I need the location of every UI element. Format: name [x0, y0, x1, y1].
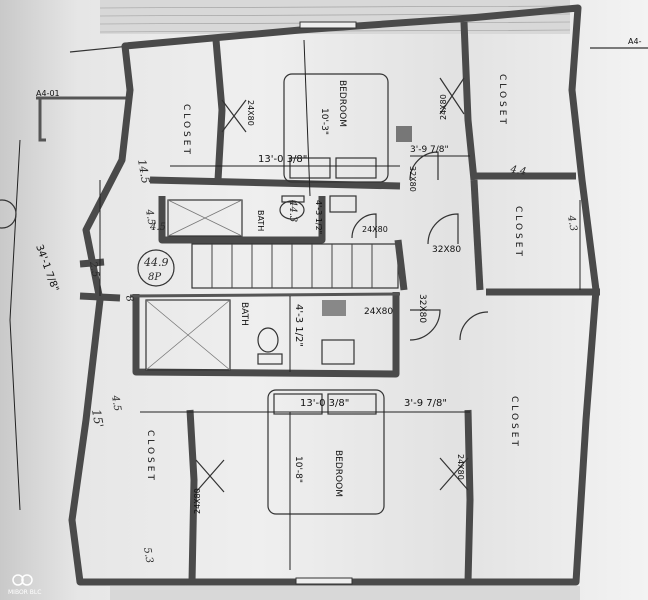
note-h5: 4.5 — [109, 394, 123, 413]
wall-left-closet-bottom — [186, 409, 198, 583]
door-label-1: 24X80 — [246, 100, 255, 126]
wall-left-stub — [79, 292, 121, 302]
wall-left-closet-top — [212, 39, 226, 181]
toilet-bottom — [257, 327, 279, 353]
dim-top-bedroom — [303, 39, 311, 197]
closet-label-3: CLOSET — [513, 206, 523, 259]
door-label-5: 32X80 — [432, 245, 461, 255]
door-swing-2 — [351, 213, 377, 239]
door-label-6: 24X80 — [364, 307, 393, 317]
bed-top — [283, 73, 389, 183]
door-label-2: 24X80 — [439, 94, 448, 120]
note-h4: 8 — [123, 295, 135, 303]
dim-text-top-right: 3'-9 7/8" — [410, 145, 449, 155]
bifold-1 — [221, 99, 247, 133]
bedroom-top-dim: 10'-3" — [319, 108, 329, 135]
door-label-4: 24X80 — [362, 225, 388, 234]
note-h11: 44.3 — [287, 199, 298, 222]
bath-top-shower — [167, 199, 243, 237]
note-h9: 4.4 — [508, 164, 527, 178]
closet-label-5: CLOSET — [145, 430, 155, 483]
bifold-2 — [439, 77, 465, 115]
wall-stair-right — [394, 239, 408, 291]
note-h6: 15' — [89, 408, 106, 429]
sheet-ref-right: A4- — [628, 37, 642, 46]
note-h10: 4.5 — [149, 222, 166, 233]
dim-overall — [9, 139, 21, 511]
bed-bottom — [267, 389, 385, 515]
note-h1: 14.5 — [135, 158, 152, 184]
roof-hatch-bottom — [110, 586, 580, 600]
closet-label-2: CLOSET — [497, 74, 507, 127]
closet-label-4: CLOSET — [509, 396, 519, 449]
dim-text-top-width: 13'-0 3/8" — [258, 154, 307, 165]
note-h7: 5.3 — [141, 547, 155, 565]
chimney — [396, 126, 412, 142]
watermark: MIBOR BLC — [8, 574, 41, 596]
door-label-7: 32X80 — [417, 294, 427, 323]
sink-top — [329, 195, 357, 213]
note-circle-b: 8P — [148, 272, 161, 283]
note-h8: 4.3 — [565, 214, 579, 233]
note-circle-a: 44.9 — [143, 256, 169, 269]
sink-bottom — [321, 339, 355, 365]
bath-bottom-label: BATH — [239, 302, 249, 326]
dim-text-bottom-width: 13'-0 3/8" — [300, 398, 349, 409]
door-swing-4 — [409, 309, 441, 341]
wall-upper-core — [149, 176, 401, 190]
note-h3: 2.5 — [87, 260, 101, 279]
door-label-9: 24X80 — [456, 454, 465, 480]
dim-text-mid-bath: 4'-3 1/2" — [293, 304, 304, 347]
ref-line-left — [69, 45, 131, 53]
toilet-top — [279, 200, 305, 220]
bath-bottom-shower — [145, 299, 231, 371]
door-label-3: 32X80 — [408, 166, 417, 192]
wall-right-closet-mid — [470, 179, 484, 291]
sheet-ref-left: A4-01 — [36, 89, 60, 98]
wall-right-closet-bottom — [464, 409, 474, 583]
chase — [322, 300, 346, 316]
bath-top-label: BATH — [256, 210, 265, 231]
bedroom-top-label: BEDROOM — [337, 80, 347, 127]
window-bottom — [295, 577, 353, 585]
dim-text-bottom-right: 3'-9 7/8" — [404, 398, 447, 409]
stairs — [191, 243, 399, 289]
dim-text-overall: 34'-1 7/8" — [33, 243, 60, 293]
bath-bottom-walls — [132, 292, 400, 378]
bedroom-bottom-dim: 10'-8" — [293, 456, 303, 483]
door-swing-3 — [427, 213, 459, 245]
dim-text-top-bath: 4'-3 1/2" — [314, 200, 323, 234]
door-label-8: 24X80 — [193, 488, 202, 514]
door-swing-5 — [459, 311, 489, 341]
bifold-3 — [195, 459, 225, 493]
section-marker — [0, 199, 17, 229]
closet-label-1: CLOSET — [181, 104, 191, 157]
door-swing-1 — [409, 151, 439, 181]
window-top — [299, 21, 357, 29]
ref-mark-left — [36, 96, 130, 142]
wall-right-closet-top — [460, 21, 478, 181]
watermark-text: MIBOR BLC — [8, 589, 41, 596]
bedroom-bottom-label: BEDROOM — [333, 450, 343, 497]
note-circle — [137, 249, 175, 287]
bifold-4 — [439, 457, 469, 491]
note-h2: 4.5 — [143, 208, 157, 227]
exterior-wall — [68, 4, 600, 586]
bath-top-walls — [158, 196, 326, 244]
